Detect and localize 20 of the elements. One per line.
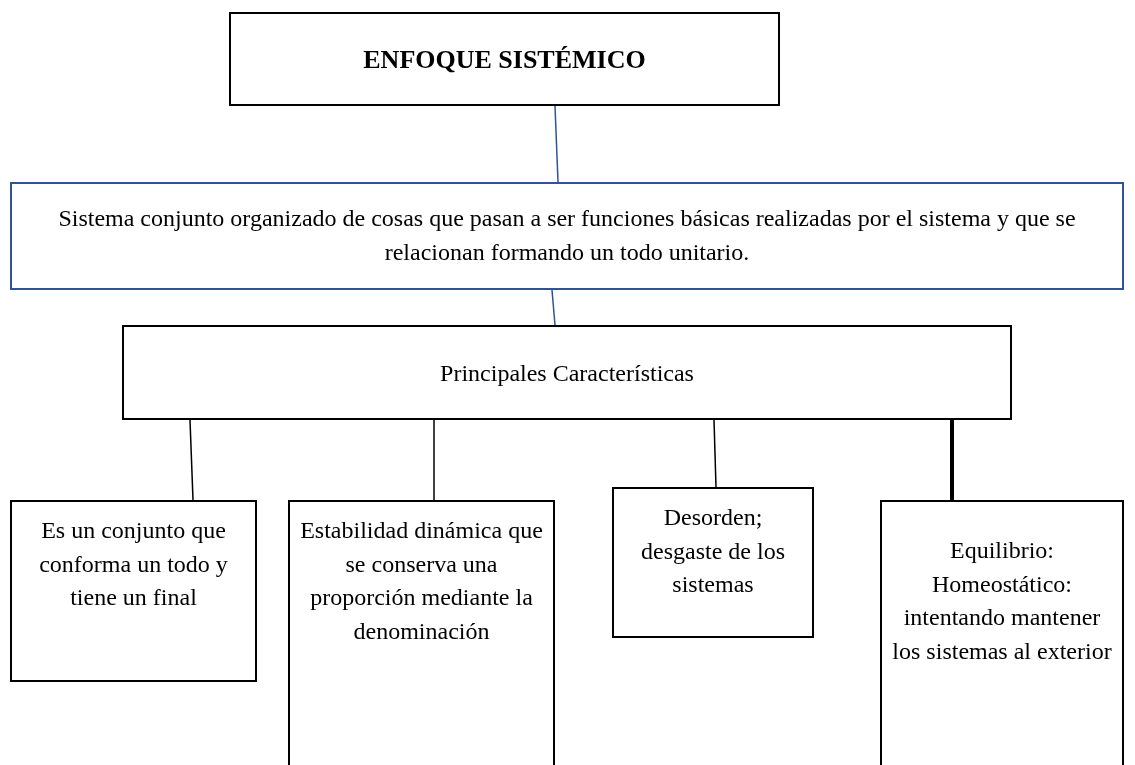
connector-line [189,419,194,501]
heading-box [122,325,1012,420]
node-text: Es un conjunto que conforma un todo y tiene un final [38,516,229,613]
connector-line [950,420,954,500]
connector-line [554,105,559,183]
node-text: Principales Características [440,358,694,388]
title-box [229,12,780,106]
characteristic-box [612,487,814,638]
node-text: ENFOQUE SISTÉMICO [363,43,646,76]
connector-line [433,419,435,501]
node-text: Equilibrio: Homeostático: intentando mantener los sistemas al exterior [891,536,1113,666]
node-text: Estabilidad dinámica que se conserva una proporción mediante la denominación [299,516,544,646]
node-text: Desorden; desgaste de los sistemas [640,503,786,600]
characteristic-box [288,500,555,765]
connector-line [551,289,556,326]
characteristic-box [880,500,1124,765]
definition-box [10,182,1124,290]
characteristic-box [10,500,257,682]
node-text: Sistema conjunto organizado de cosas que pasan a ser funciones básicas realizadas por el sistema y que se relacionan formando un todo unitario. [57,204,1077,267]
connector-line [713,419,717,488]
